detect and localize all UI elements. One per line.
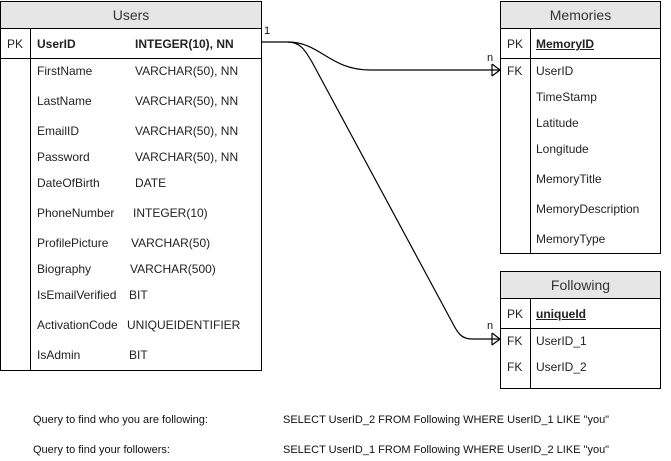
- memories-field: UserID: [536, 64, 574, 78]
- users-field-name: FirstName: [37, 64, 93, 78]
- following-field: UserID_2: [536, 360, 587, 374]
- users-field-type: VARCHAR(50), NN: [135, 64, 239, 78]
- users-field-name: PhoneNumber: [37, 206, 115, 220]
- memories-crowfoot-top: [491, 63, 501, 71]
- users-pk-field: UserID: [37, 37, 76, 51]
- following-fk-label: FK: [507, 360, 523, 374]
- users-field-type: INTEGER(10): [133, 206, 208, 220]
- users-field-name: ActivationCode: [37, 318, 118, 332]
- memories-pk-label: PK: [507, 37, 524, 51]
- users-following-edge: [287, 41, 500, 340]
- memories-field: MemoryType: [536, 232, 606, 246]
- following-pk-field: uniqueId: [536, 307, 586, 321]
- memories-crowfoot-bottom: [491, 69, 501, 77]
- memories-table[interactable]: Memories PK MemoryID FK UserID TimeStamp…: [500, 1, 661, 254]
- memories-field: MemoryTitle: [536, 172, 602, 186]
- following-crowfoot-bottom: [491, 338, 501, 346]
- users-field-name: IsEmailVerified: [37, 288, 117, 302]
- users-field-name: Biography: [37, 262, 92, 276]
- users-table-title: Users: [1, 2, 261, 29]
- memories-field: Latitude: [536, 116, 579, 130]
- following-fk-label: FK: [507, 334, 523, 348]
- memories-key-column: [501, 29, 531, 253]
- following-field: UserID_1: [536, 334, 587, 348]
- users-field-type: BIT: [129, 348, 148, 362]
- users-field-name: ProfilePicture: [37, 236, 109, 250]
- users-field-type: DATE: [135, 176, 167, 190]
- memories-fk-label: FK: [507, 64, 523, 78]
- cardinality-many-following: n: [487, 320, 494, 332]
- users-field-name: LastName: [37, 94, 92, 108]
- following-pk-row: PK uniqueId: [501, 299, 660, 329]
- memories-field: MemoryDescription: [536, 202, 640, 216]
- following-table[interactable]: Following PK uniqueId FK UserID_1 FK Use…: [500, 271, 661, 389]
- memories-pk-row: PK MemoryID: [501, 29, 660, 59]
- users-field-type: VARCHAR(50), NN: [135, 124, 239, 138]
- following-key-column: [501, 299, 531, 388]
- query-sql-following: SELECT UserID_2 FROM Following WHERE Use…: [283, 414, 610, 426]
- query-label-following: Query to find who you are following:: [33, 414, 208, 426]
- query-sql-followers: SELECT UserID_1 FROM Following WHERE Use…: [283, 444, 610, 456]
- users-key-column: [1, 29, 31, 370]
- query-label-followers: Query to find your followers:: [33, 444, 170, 456]
- users-field-name: DateOfBirth: [37, 176, 100, 190]
- users-field-type: VARCHAR(500): [130, 262, 216, 276]
- following-table-title: Following: [501, 272, 660, 299]
- users-pk-type: INTEGER(10), NN: [135, 37, 234, 51]
- users-memories-edge: [261, 41, 500, 71]
- users-field-name: Password: [37, 150, 90, 164]
- users-pk-label: PK: [7, 37, 24, 51]
- users-table[interactable]: Users PK UserID INTEGER(10), NN FirstNam…: [0, 1, 262, 371]
- following-pk-label: PK: [507, 307, 524, 321]
- users-pk-row: PK UserID INTEGER(10), NN: [1, 29, 261, 59]
- memories-field: TimeStamp: [536, 90, 597, 104]
- users-field-type: VARCHAR(50): [131, 236, 211, 250]
- memories-table-title: Memories: [501, 2, 660, 29]
- cardinality-one: 1: [264, 25, 271, 37]
- users-field-type: VARCHAR(50), NN: [135, 94, 239, 108]
- users-field-type: BIT: [129, 288, 148, 302]
- users-field-name: IsAdmin: [37, 348, 81, 362]
- memories-pk-field: MemoryID: [536, 37, 595, 51]
- users-field-type: VARCHAR(50), NN: [135, 150, 239, 164]
- users-field-type: UNIQUEIDENTIFIER: [127, 318, 241, 332]
- following-crowfoot-top: [491, 332, 501, 340]
- memories-field: Longitude: [536, 142, 589, 156]
- cardinality-many-memories: n: [487, 52, 494, 64]
- users-field-name: EmailID: [37, 124, 80, 138]
